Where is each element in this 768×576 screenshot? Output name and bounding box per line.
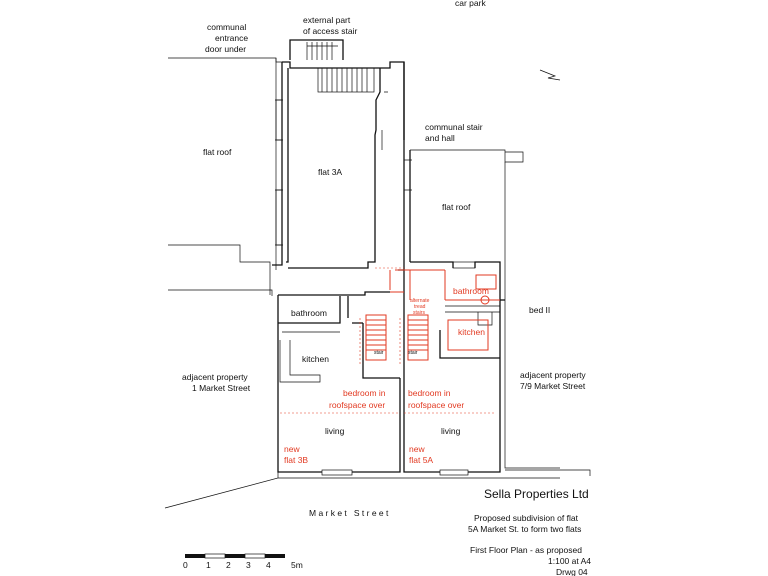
subtitle-line-2: 5A Market St. to form two flats xyxy=(468,524,581,534)
subtitle-line-1: Proposed subdivision of flat xyxy=(474,513,579,523)
adjacent-left-label-1: adjacent property xyxy=(182,372,248,382)
stair-right-red xyxy=(399,314,429,365)
external-stair-label-2: of access stair xyxy=(303,26,357,36)
car-park-label: car park xyxy=(455,0,486,8)
alt-stairs-label-1: alternate xyxy=(410,298,430,304)
adjacent-right-label-2: 7/9 Market Street xyxy=(520,381,586,391)
flat-3a-label: flat 3A xyxy=(318,167,342,177)
new-flat-3b-label-1: new xyxy=(284,444,300,454)
communal-entrance-label-2: entrance xyxy=(215,33,248,43)
bedroom-right-label-2: roofspace over xyxy=(408,400,464,410)
company-name: Sella Properties Ltd xyxy=(484,487,589,501)
bathroom-5a-label: bathroom xyxy=(453,286,489,296)
scale-tick-4: 4 xyxy=(266,560,271,570)
new-flat-3b-label-2: flat 3B xyxy=(284,455,308,465)
alt-stairs-label-3: stairs xyxy=(413,310,425,316)
drawing-scale: 1:100 at A4 xyxy=(548,556,591,566)
room-labels: car park external part of access stair c… xyxy=(182,0,586,518)
title-block: Sella Properties Ltd Proposed subdivisio… xyxy=(468,487,591,576)
kitchen-3b-label: kitchen xyxy=(302,354,329,364)
scale-tick-3: 3 xyxy=(246,560,251,570)
external-stair-label-1: external part xyxy=(303,15,351,25)
existing-walls xyxy=(164,39,591,509)
bedroom-left-label-2: roofspace over xyxy=(329,400,385,410)
bedroom-right-label-1: bedroom in xyxy=(408,388,451,398)
communal-entrance-label-1: communal xyxy=(207,22,246,32)
communal-entrance-label-3: door under xyxy=(205,44,246,54)
scale-bar: 0 1 2 3 4 5m xyxy=(183,553,303,570)
drawing-number: Drwg 04 xyxy=(556,567,588,576)
flat-roof-left-label: flat roof xyxy=(203,147,232,157)
scale-tick-0: 0 xyxy=(183,560,188,570)
drawing-title: First Floor Plan - as proposed xyxy=(470,545,582,555)
stair-left-red xyxy=(359,314,387,365)
scale-tick-2: 2 xyxy=(226,560,231,570)
stair-b-label: stair xyxy=(408,350,418,356)
scale-tick-1: 1 xyxy=(206,560,211,570)
new-flat-5a-label-2: flat 5A xyxy=(409,455,433,465)
communal-stair-label-1: communal stair xyxy=(425,122,483,132)
flat-roof-right-label: flat roof xyxy=(442,202,471,212)
bathroom-3b-label: bathroom xyxy=(291,308,327,318)
alt-stairs-label-2: tread xyxy=(414,304,426,310)
bedroom-left-label-1: bedroom in xyxy=(343,388,386,398)
stair-a-label: stair xyxy=(374,350,384,356)
bed-ii-label: bed II xyxy=(529,305,550,315)
market-street-label: M a r k e t S t r e e t xyxy=(309,508,389,518)
living-left-label: living xyxy=(325,426,345,436)
adjacent-left-label-2: 1 Market Street xyxy=(192,383,251,393)
new-flat-5a-label-1: new xyxy=(409,444,425,454)
scale-tick-5: 5m xyxy=(291,560,303,570)
kitchen-5a-label: kitchen xyxy=(458,327,485,337)
communal-stair-label-2: and hall xyxy=(425,133,455,143)
proposed-work xyxy=(280,267,500,414)
adjacent-right-label-1: adjacent property xyxy=(520,370,586,380)
living-right-label: living xyxy=(441,426,461,436)
